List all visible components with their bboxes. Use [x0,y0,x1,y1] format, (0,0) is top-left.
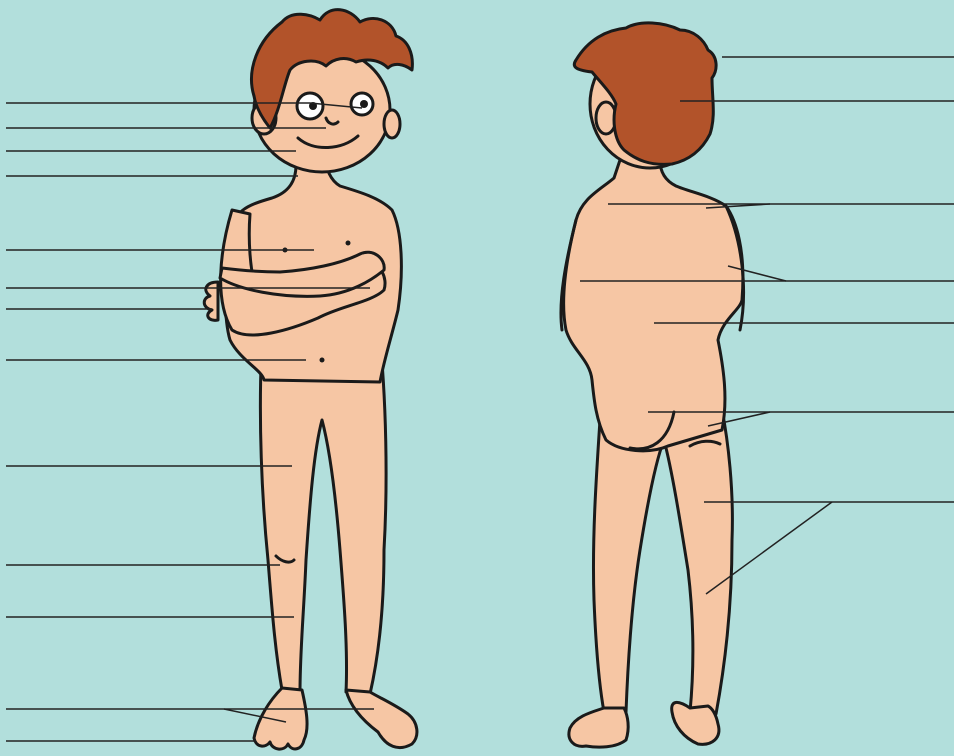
front-right-ear [384,110,400,138]
front-navel [320,358,325,363]
front-right-nipple [346,241,351,246]
front-right-pupil [360,100,368,108]
